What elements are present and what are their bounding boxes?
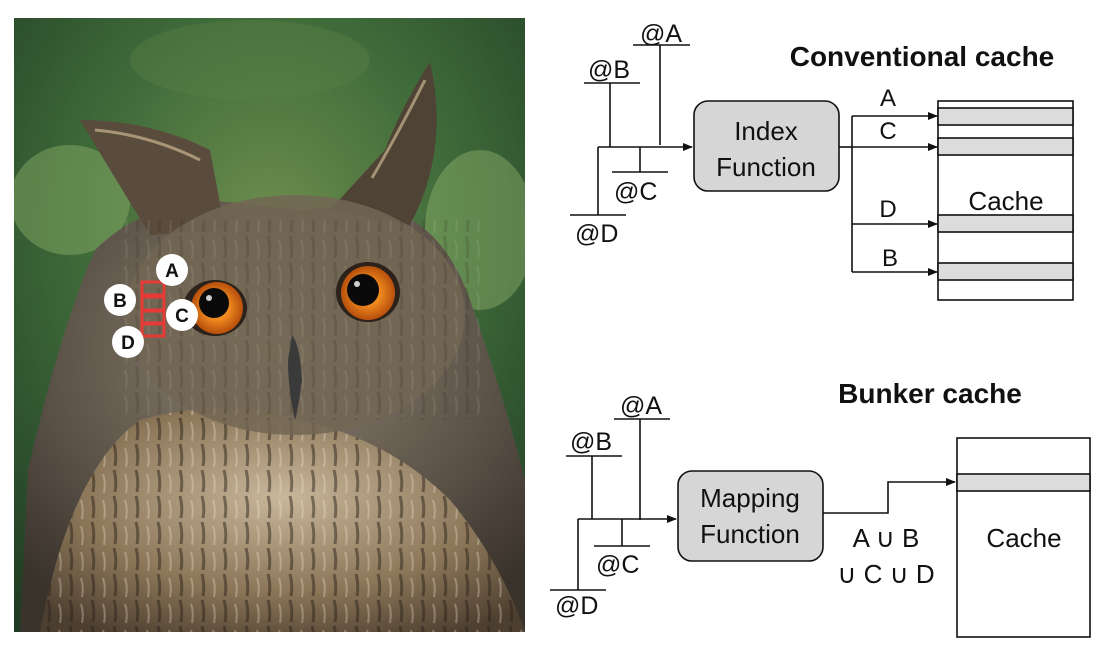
conv-cache-row-a [937, 107, 1074, 126]
conv-address-d: @D [575, 220, 618, 248]
conventional-cache-diagram: Conventional cache @A @B @C @D Index Fun… [570, 20, 1074, 301]
owl-beak [288, 335, 302, 420]
conv-output-a: A [880, 85, 896, 112]
mapping-function-box [677, 470, 824, 562]
bunker-address-c: @C [596, 551, 639, 579]
bunker-title: Bunker cache [838, 378, 1022, 409]
right-eye [336, 262, 400, 322]
marker-circle-b [104, 284, 136, 316]
index-function-line1: Index [734, 116, 798, 146]
mapping-function-line1: Mapping [700, 483, 800, 513]
bunker-cache-label: Cache [986, 523, 1061, 553]
bunker-cache-block [956, 437, 1091, 638]
conv-address-b: @B [588, 56, 630, 84]
mapping-function-line2: Function [700, 519, 800, 549]
conv-cache-label: Cache [968, 186, 1043, 216]
bunker-cache-row [956, 473, 1091, 492]
conv-address-c: @C [614, 178, 657, 206]
marker-box-a [140, 280, 166, 297]
left-ear-tuft [80, 120, 225, 235]
marker-circle-d [112, 326, 144, 358]
bunker-cache-diagram: Bunker cache @A @B @C @D Mapping Functio… [550, 378, 1091, 638]
marker-box-d [140, 322, 166, 338]
marker-label-b: B [113, 291, 127, 312]
index-function-box [693, 100, 840, 192]
bunker-address-d: @D [555, 592, 598, 620]
marker-label-a: A [165, 261, 179, 282]
conv-cache-row-c [937, 137, 1074, 156]
bunker-address-a: @A [620, 392, 662, 420]
owl-markers: A B C D [104, 254, 198, 358]
union-line1: A ∪ B [853, 523, 920, 553]
conv-cache-row-b [937, 262, 1074, 281]
marker-label-c: C [175, 306, 189, 327]
bunker-address-b: @B [570, 428, 612, 456]
conv-output-b: B [882, 245, 898, 272]
marker-circle-a [156, 254, 188, 286]
marker-label-d: D [121, 333, 135, 354]
conventional-title: Conventional cache [790, 41, 1055, 72]
right-ear-tuft [330, 62, 437, 225]
conv-output-c: C [879, 118, 896, 145]
index-function-line2: Function [716, 152, 816, 182]
conv-output-d: D [879, 196, 896, 223]
left-eye [183, 280, 247, 336]
conv-address-a: @A [640, 20, 682, 48]
conv-cache-row-d [937, 214, 1074, 233]
union-line2: ∪ C ∪ D [837, 559, 934, 589]
marker-circle-c [166, 299, 198, 331]
owl-photo [14, 18, 525, 632]
